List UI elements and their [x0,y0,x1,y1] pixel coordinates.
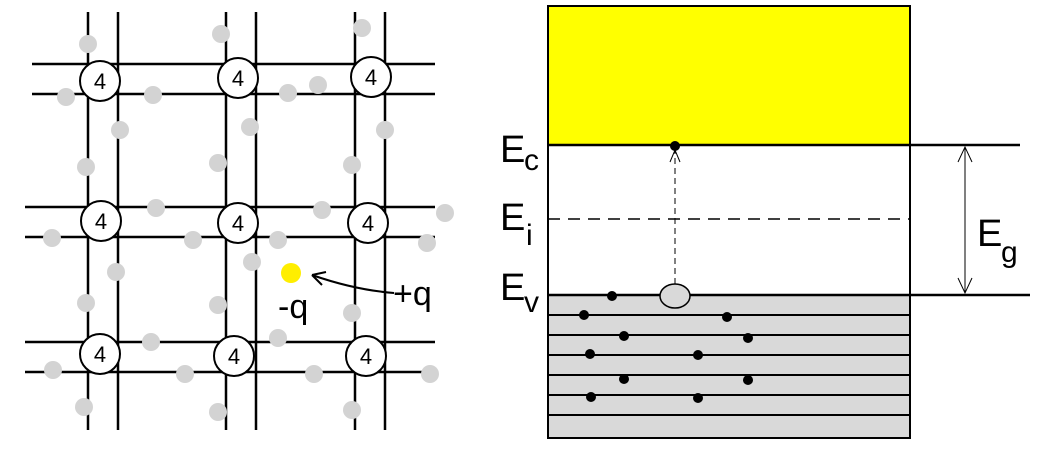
electron-dot [619,331,629,341]
valence-electron [353,19,371,37]
electron-dot [619,374,629,384]
arrowhead-icon [957,277,973,295]
valence-electron [309,76,327,94]
label-main: E [500,129,525,171]
atom-label: 4 [365,65,377,90]
valence-electron [77,294,95,312]
valence-electron [279,84,297,102]
valence-electron [269,231,287,249]
valence-electron [176,365,194,383]
valence-electron [436,204,454,222]
valence-electron [147,199,165,217]
band-diagram: E c E i E v E g [500,5,1030,439]
valence-electron [209,296,227,314]
valence-electron [343,304,361,322]
valence-electron [243,253,261,271]
valence-electron [44,361,62,379]
valence-electrons [43,19,454,421]
atom-label: 4 [94,69,106,94]
valence-electron [209,154,227,172]
electron-dot [607,291,617,301]
label-sub: g [1001,236,1018,269]
electron-dot [743,333,753,343]
arrowhead-icon [311,271,327,286]
electron-dot [722,312,732,322]
label-main: E [500,197,525,239]
hole-charge-label: +q [393,275,432,313]
atom: 4 [347,202,389,244]
atom: 4 [213,335,255,377]
valence-electron [421,365,439,383]
conduction-band [547,5,911,146]
electron-dot [585,349,595,359]
valence-electron [269,329,287,347]
label-ec: E c [500,129,539,177]
valence-electron [142,333,160,351]
band-gap-region [547,144,911,296]
atom: 4 [217,57,259,99]
label-sub: c [524,144,539,177]
atoms: 4 4 4 4 4 4 4 [79,56,392,377]
atom: 4 [79,60,121,102]
valence-electron [43,229,61,247]
atom-label: 4 [232,66,244,91]
valence-electron [144,86,162,104]
label-main: E [500,267,525,309]
label-sub: i [526,219,533,252]
atom: 4 [217,202,259,244]
hole [659,283,691,309]
label-ev: E v [500,267,539,319]
electron-charge-label: -q [278,288,308,326]
valence-electron [343,156,361,174]
atom-label: 4 [232,211,244,236]
valence-electron [343,401,361,419]
valence-sublevels [548,314,910,416]
atom-label: 4 [362,211,374,236]
electron-dot [693,350,703,360]
valence-electron [209,403,227,421]
electron-dot [579,310,589,320]
valence-electron [77,158,95,176]
atom: 4 [80,200,122,242]
valence-electron [184,231,202,249]
label-eg: E g [977,213,1018,269]
valence-electron [212,25,230,43]
label-main: E [977,213,1002,255]
valence-electron [111,121,129,139]
valence-electron [107,263,125,281]
atom: 4 [79,333,121,375]
atom-label: 4 [228,344,240,369]
valence-electrons-band [579,291,753,403]
electron-dot [743,375,753,385]
atom: 4 [345,335,387,377]
valence-electron [418,234,436,252]
atom-label: 4 [95,209,107,234]
atom: 4 [350,56,392,98]
valence-electron [313,201,331,219]
valence-electron [57,88,75,106]
valence-electron [75,398,93,416]
arrowhead-icon [957,145,973,163]
atom-label: 4 [360,344,372,369]
valence-electron [376,121,394,139]
excited-electron [670,141,680,151]
electron-arrow [311,274,395,294]
valence-electron [79,35,97,53]
crystal-lattice: 4 4 4 4 4 4 4 [25,12,454,430]
label-ei: E i [500,197,533,252]
valence-electron [305,365,323,383]
electron-dot [586,392,596,402]
free-electron [281,263,301,283]
atom-label: 4 [94,342,106,367]
electron-dot [693,393,703,403]
valence-electron [241,118,259,136]
label-sub: v [524,286,539,319]
